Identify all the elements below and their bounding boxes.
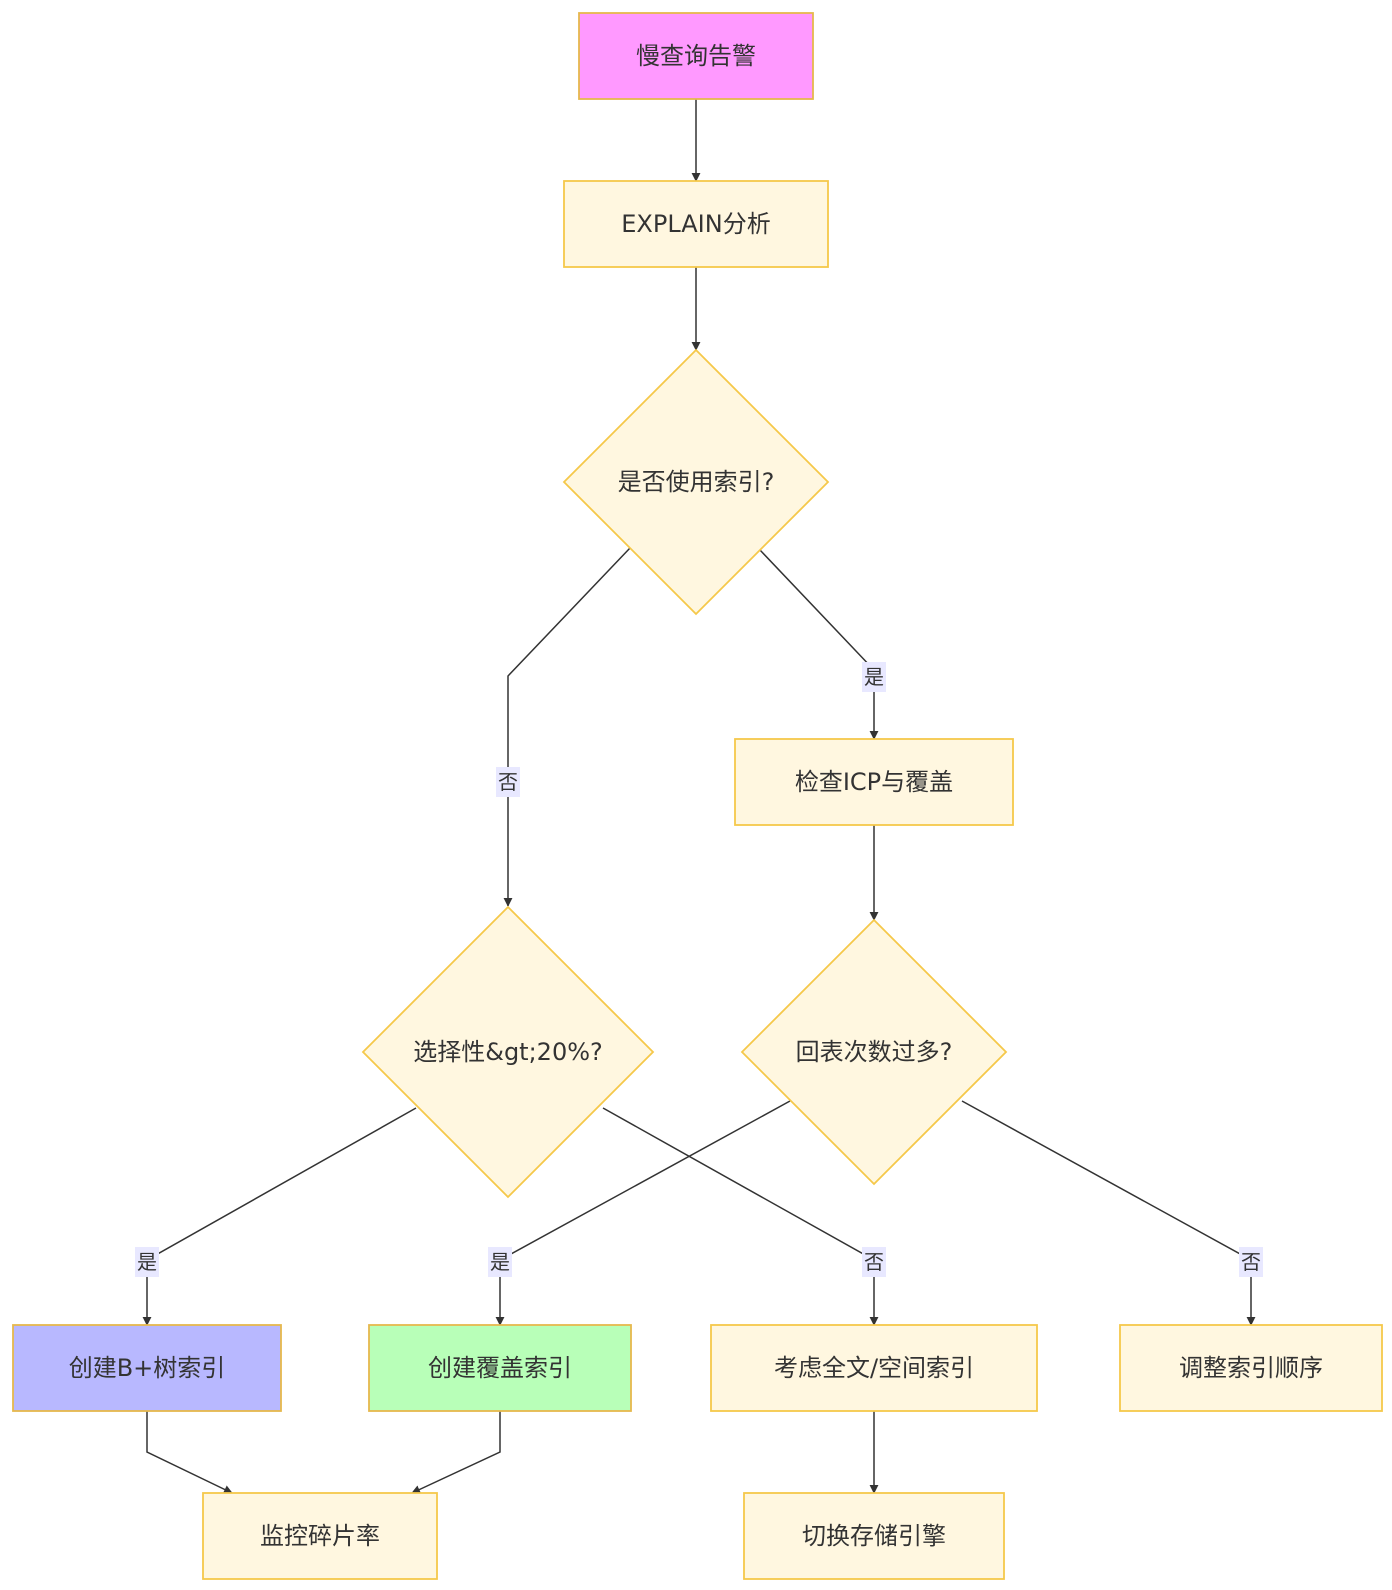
process-box — [12, 1324, 282, 1412]
process-box — [734, 738, 1014, 826]
decision-diamond — [740, 918, 1008, 1186]
edge-label: 否 — [862, 1247, 886, 1277]
process-box — [1119, 1324, 1383, 1412]
edge-lookups-to-reorder — [961, 1100, 1256, 1326]
edge-use-index-to-selectivity — [503, 547, 631, 907]
node-label: 慢查询告警 — [636, 42, 756, 70]
node-lookups: 回表次数过多? — [740, 918, 1008, 1186]
edge-label-bg — [862, 1247, 886, 1277]
edge-label-bg — [862, 662, 886, 692]
node-label: 选择性&gt;20%? — [413, 1038, 603, 1066]
edge-label: 否 — [1239, 1247, 1263, 1277]
edge-label-text: 是 — [490, 1250, 510, 1274]
node-alert: 慢查询告警 — [578, 12, 814, 100]
node-covering: 创建覆盖索引 — [368, 1324, 632, 1412]
edge-label-bg — [488, 1247, 512, 1277]
edge-label-text: 否 — [1241, 1250, 1261, 1274]
node-check-icp: 检查ICP与覆盖 — [734, 738, 1014, 826]
edge-label-bg — [135, 1247, 159, 1277]
edge-selectivity-to-btree — [142, 1107, 417, 1326]
process-box — [202, 1492, 438, 1580]
edge-covering-to-monitor — [411, 1411, 501, 1494]
node-label: 创建覆盖索引 — [428, 1354, 572, 1382]
process-box — [563, 180, 829, 268]
edge-label: 是 — [135, 1247, 159, 1277]
process-box — [710, 1324, 1038, 1412]
node-explain: EXPLAIN分析 — [563, 180, 829, 268]
node-label: 考虑全文/空间索引 — [774, 1354, 974, 1382]
node-label: 切换存储引擎 — [802, 1522, 946, 1550]
decision-diamond — [361, 905, 655, 1199]
node-label: 是否使用索引? — [618, 468, 775, 496]
edge-label: 是 — [488, 1247, 512, 1277]
node-fulltext: 考虑全文/空间索引 — [710, 1324, 1038, 1412]
node-label: 创建B+树索引 — [69, 1354, 226, 1382]
edge-label: 否 — [496, 767, 520, 797]
node-label: EXPLAIN分析 — [621, 210, 770, 238]
node-label: 调整索引顺序 — [1179, 1354, 1323, 1382]
edge-btree-to-monitor — [146, 1411, 233, 1494]
node-engine: 切换存储引擎 — [743, 1492, 1005, 1580]
process-box — [368, 1324, 632, 1412]
node-btree: 创建B+树索引 — [12, 1324, 282, 1412]
node-label: 回表次数过多? — [796, 1038, 953, 1066]
edge-label-text: 是 — [137, 1250, 157, 1274]
process-box — [578, 12, 814, 100]
edge-label-bg — [496, 767, 520, 797]
node-reorder: 调整索引顺序 — [1119, 1324, 1383, 1412]
node-label: 监控碎片率 — [260, 1522, 380, 1550]
decision-diamond — [562, 348, 830, 616]
edge-label: 是 — [862, 662, 886, 692]
node-selectivity: 选择性&gt;20%? — [361, 905, 655, 1199]
edge-label-text: 否 — [498, 770, 518, 794]
node-label: 检查ICP与覆盖 — [795, 768, 953, 796]
edge-label-text: 否 — [864, 1250, 884, 1274]
node-use-index: 是否使用索引? — [562, 348, 830, 616]
edge-label-bg — [1239, 1247, 1263, 1277]
process-box — [743, 1492, 1005, 1580]
edge-label-text: 是 — [864, 665, 884, 689]
node-monitor: 监控碎片率 — [202, 1492, 438, 1580]
edge-use-index-to-check-icp — [759, 549, 879, 740]
